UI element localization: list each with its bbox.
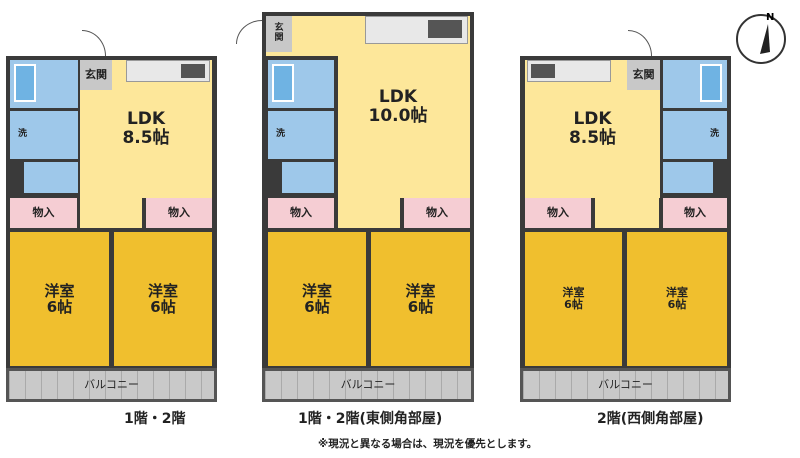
closet-right: 物入 <box>663 198 727 228</box>
western-room-left: 洋室 6帖 <box>525 232 622 366</box>
western-room-right: 洋室 6帖 <box>371 232 470 366</box>
entrance: 玄関 <box>627 60 660 90</box>
western-room-right: 洋室 6帖 <box>114 232 212 366</box>
bathroom <box>10 60 78 108</box>
washroom: 洗 <box>663 111 727 159</box>
closet-left: 物入 <box>268 198 334 228</box>
ldk: LDK 10.0帖 <box>266 16 470 198</box>
closet-right: 物入 <box>146 198 212 228</box>
ldk: LDK 8.5帖 <box>80 60 212 198</box>
toilet <box>282 162 334 193</box>
toilet <box>24 162 78 193</box>
western-room-right: 洋室 6帖 <box>627 232 727 366</box>
balcony: バルコニー <box>6 368 217 402</box>
plan-caption: 2階(西側角部屋) <box>597 411 704 427</box>
ldk: LDK 8.5帖 <box>525 60 660 198</box>
entrance-door-icon <box>236 20 262 44</box>
compass-north-label: N <box>766 12 775 23</box>
balcony: バルコニー <box>262 368 474 402</box>
washroom: 洗 <box>268 111 334 159</box>
bathroom <box>268 60 334 108</box>
balcony: バルコニー <box>520 368 731 402</box>
plan-caption: 1階・2階 <box>124 411 186 427</box>
entrance: 玄関 <box>80 60 112 90</box>
western-room-left: 洋室 6帖 <box>10 232 109 366</box>
closet-left: 物入 <box>10 198 77 228</box>
closet-left: 物入 <box>525 198 591 228</box>
entrance: 玄 関 <box>266 16 292 52</box>
north-compass-icon: N <box>736 12 786 64</box>
toilet <box>663 162 713 193</box>
entrance-door-icon <box>82 30 106 56</box>
western-room-left: 洋室 6帖 <box>268 232 366 366</box>
bathroom <box>663 60 727 108</box>
closet-right: 物入 <box>404 198 470 228</box>
disclaimer-note: ※現況と異なる場合は、現況を優先とします。 <box>318 438 538 450</box>
plan-caption: 1階・2階(東側角部屋) <box>298 411 443 427</box>
washroom: 洗 <box>10 111 78 159</box>
entrance-door-icon <box>628 30 652 56</box>
